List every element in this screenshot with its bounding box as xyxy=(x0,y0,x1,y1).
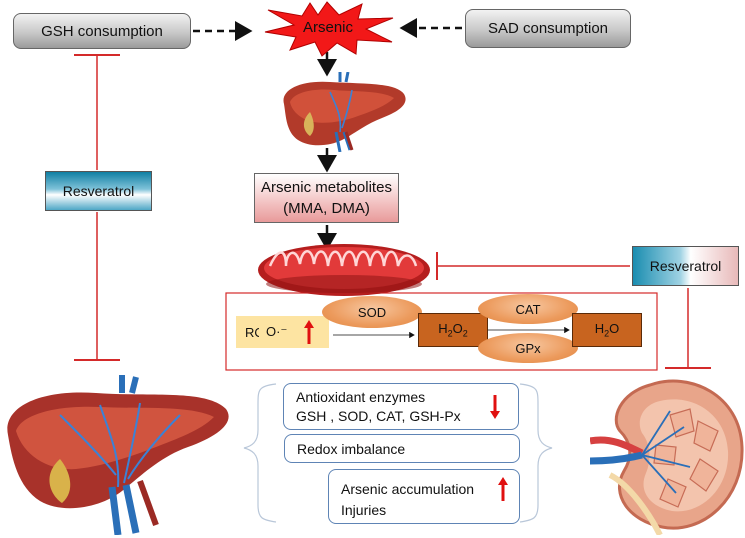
left-brace xyxy=(243,383,277,523)
gsh-consumption-box: GSH consumption xyxy=(13,13,191,49)
h2o2-label: H2O2 xyxy=(438,321,468,339)
small-liver-image xyxy=(283,72,406,152)
superoxide-box-visible: O·⁻ xyxy=(259,316,329,348)
gpx-label: GPx xyxy=(515,340,541,356)
cat-label: CAT xyxy=(515,301,541,317)
resveratrol-right-label: Resveratrol xyxy=(649,258,722,274)
accumulation-label: Arsenic accumulation xyxy=(341,481,475,497)
arsenic-label: Arsenic xyxy=(303,19,354,36)
h2o-box: H2O xyxy=(572,313,642,347)
sod-label: SOD xyxy=(357,304,387,320)
kidney-image xyxy=(590,379,744,535)
mitochondria-image xyxy=(258,244,430,296)
arsenic-burst xyxy=(264,1,394,57)
arsenic-metabolites-box: Arsenic metabolites (MMA, DMA) xyxy=(254,173,399,223)
redox-imbalance-box: Redox imbalance xyxy=(284,434,520,463)
resveratrol-left-label: Resveratrol xyxy=(62,183,135,199)
accumulation-up-arrow-icon xyxy=(498,477,508,501)
large-liver-image xyxy=(7,375,229,535)
antioxidant-enzymes-box: Antioxidant enzymes GSH , SOD, CAT, GSH-… xyxy=(283,383,519,430)
gpx-enzyme: GPx xyxy=(478,333,578,363)
injuries-label: Injuries xyxy=(341,502,387,518)
antioxidant-line1: Antioxidant enzymes xyxy=(296,389,426,405)
cat-enzyme: CAT xyxy=(478,294,578,324)
arsenic-accumulation-box: Arsenic accumulation Injuries xyxy=(328,469,520,524)
pathway-frame xyxy=(225,292,658,371)
right-brace xyxy=(519,383,553,523)
sod-enzyme: SOD xyxy=(322,296,422,328)
superoxide-up-arrow-icon xyxy=(304,320,315,344)
metabolites-line2: (MMA, DMA) xyxy=(283,200,370,217)
sad-consumption-box: SAD consumption xyxy=(465,9,631,48)
antioxidant-down-arrow-icon xyxy=(490,395,500,419)
h2o2-box: H2O2 xyxy=(418,313,488,347)
superoxide-label: O·⁻ xyxy=(266,324,288,339)
antioxidant-line2: GSH , SOD, CAT, GSH-Px xyxy=(296,408,461,424)
gsh-consumption-label: GSH consumption xyxy=(41,22,163,40)
resveratrol-right-box: Resveratrol xyxy=(632,246,739,286)
h2o-label: H2O xyxy=(594,321,620,339)
redox-label: Redox imbalance xyxy=(297,441,406,457)
metabolites-line1: Arsenic metabolites xyxy=(261,179,392,196)
resveratrol-left-box: Resveratrol xyxy=(45,171,152,211)
sad-consumption-label: SAD consumption xyxy=(487,20,609,37)
